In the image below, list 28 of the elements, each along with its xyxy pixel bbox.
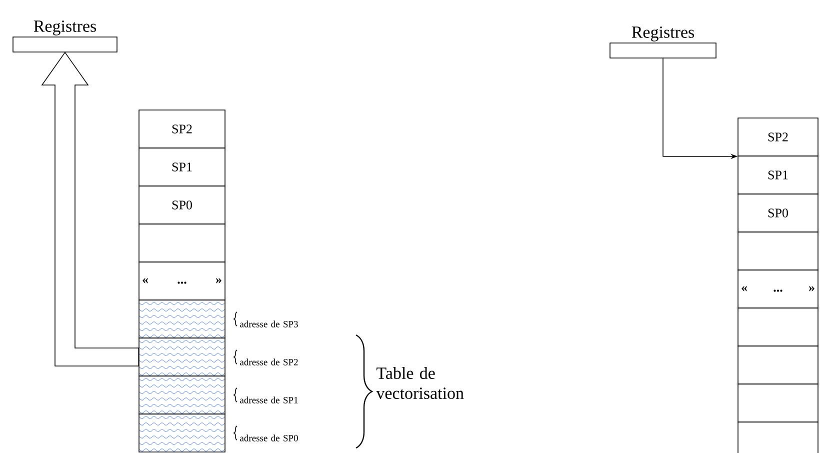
stack-cell: SP1 bbox=[138, 148, 226, 186]
block-arrow bbox=[41, 52, 139, 366]
stack-cell: SP2 bbox=[138, 110, 226, 148]
vector-table-cell bbox=[138, 376, 226, 414]
stack-cell: SP2 bbox=[738, 118, 818, 156]
stack-cell bbox=[738, 422, 818, 453]
table-label: Table de vectorisation bbox=[376, 367, 464, 399]
stack-cell bbox=[738, 384, 818, 422]
address-label: adresse de SP3 bbox=[240, 320, 298, 328]
register-box: Registres bbox=[610, 26, 716, 58]
vector-table-cell bbox=[138, 414, 226, 452]
vector-table-cell bbox=[138, 300, 226, 338]
stack-cell bbox=[738, 346, 818, 384]
stack-cell: SP0 bbox=[738, 194, 818, 232]
address-label: adresse de SP2 bbox=[240, 358, 298, 366]
stack-cell bbox=[738, 232, 818, 270]
address-label: adresse de SP1 bbox=[240, 396, 298, 404]
ellipsis-cell: « ... » bbox=[738, 270, 818, 308]
stack-cell: SP1 bbox=[738, 156, 818, 194]
stack-cell bbox=[138, 224, 226, 262]
register-box: Registres bbox=[12, 20, 118, 52]
vector-table-cell bbox=[138, 338, 226, 376]
ellipsis-cell: « ... » bbox=[138, 262, 226, 300]
address-label: adresse de SP0 bbox=[240, 434, 298, 442]
stack-cell: SP0 bbox=[138, 186, 226, 224]
stack-cell bbox=[738, 308, 818, 346]
node-label: Registres bbox=[632, 26, 694, 42]
node-label: Registres bbox=[34, 20, 96, 36]
